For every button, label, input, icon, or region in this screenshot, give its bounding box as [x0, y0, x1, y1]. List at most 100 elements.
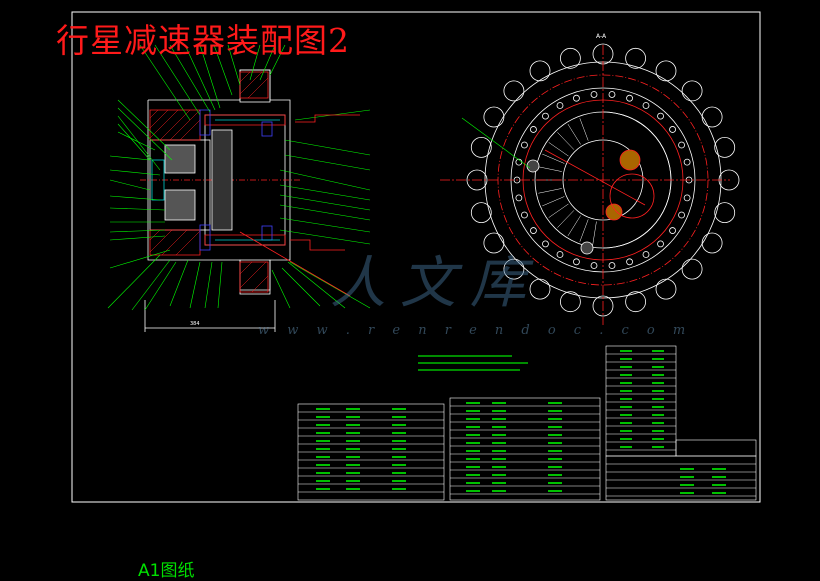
- sprocket-tooth: [483, 106, 505, 128]
- table-cell-text: [346, 488, 360, 490]
- rib-line: [567, 123, 581, 145]
- table-cell-text: [712, 468, 726, 470]
- table-cell-text: [466, 434, 480, 436]
- table-cell-text: [620, 358, 632, 360]
- sprocket-tooth: [470, 136, 492, 158]
- bolt-hole: [590, 262, 598, 269]
- table-cell-text: [652, 414, 664, 416]
- table-cell-text: [316, 416, 330, 418]
- rib-line: [592, 221, 597, 246]
- bolt-hole: [530, 126, 537, 133]
- table-cell-text: [316, 488, 330, 490]
- table-cell-text: [548, 466, 562, 468]
- bolt-hole: [669, 227, 676, 234]
- table-cell-text: [316, 464, 330, 466]
- table-cell-text: [392, 416, 406, 418]
- bolt-hole: [556, 102, 564, 109]
- table-cell-text: [548, 442, 562, 444]
- sprocket-tooth: [655, 278, 677, 300]
- table-cell-text: [346, 480, 360, 482]
- sprocket-tooth: [529, 278, 551, 300]
- table-cell-text: [652, 358, 664, 360]
- table-cell-text: [492, 434, 506, 436]
- table-cell-text: [620, 398, 632, 400]
- bolt-hole: [669, 126, 676, 133]
- table-cell-text: [652, 406, 664, 408]
- table-cell-text: [492, 426, 506, 428]
- parts-tables: [297, 345, 757, 501]
- sprocket-tooth: [503, 258, 525, 280]
- table-cell-text: [392, 480, 406, 482]
- sprocket-tooth: [592, 295, 614, 317]
- bolt-hole: [683, 158, 691, 166]
- table-cell-text: [466, 490, 480, 492]
- table-cell-text: [652, 398, 664, 400]
- table-cell-text: [466, 426, 480, 428]
- bolt-hole: [678, 141, 685, 149]
- bolt-hole: [657, 240, 664, 248]
- table-cell-text: [620, 446, 632, 448]
- rib-line: [557, 210, 575, 228]
- sprocket-tooth: [655, 60, 677, 82]
- table-cell-text: [392, 472, 406, 474]
- table-cell-text: [316, 448, 330, 450]
- sprocket-tooth: [466, 169, 488, 191]
- table-cell-text: [548, 410, 562, 412]
- table-cell-text: [712, 484, 726, 486]
- table-cell-text: [346, 424, 360, 426]
- rib-line: [567, 215, 581, 237]
- sprocket-tooth: [529, 60, 551, 82]
- table-cell-text: [492, 458, 506, 460]
- table-cell-text: [492, 410, 506, 412]
- sprocket-tooth: [625, 47, 647, 69]
- bolt-hole: [530, 227, 537, 234]
- table-cell-text: [492, 402, 506, 404]
- table-cell-text: [492, 442, 506, 444]
- rib-line: [542, 153, 565, 164]
- rib-line: [548, 142, 569, 157]
- table-cell-text: [548, 474, 562, 476]
- table-cell-text: [466, 450, 480, 452]
- drawing-title: 行星减速器装配图2: [56, 21, 350, 60]
- table-cell-text: [680, 476, 694, 478]
- table-cell-text: [346, 440, 360, 442]
- table-cell-text: [346, 456, 360, 458]
- table-cell-text: [466, 466, 480, 468]
- bolt-hole: [590, 91, 598, 98]
- bolt-hole: [657, 112, 664, 120]
- rib-line: [557, 132, 575, 150]
- table-cell-text: [466, 410, 480, 412]
- table-cell-text: [392, 408, 406, 410]
- sprocket-tooth: [681, 258, 703, 280]
- table-cell-text: [620, 374, 632, 376]
- table-cell-text: [620, 422, 632, 424]
- drawing-border: [71, 11, 761, 503]
- table-cell-text: [620, 414, 632, 416]
- sprocket-tooth: [701, 106, 723, 128]
- table-cell-text: [652, 366, 664, 368]
- table-cell-text: [548, 482, 562, 484]
- table-cell-text: [652, 446, 664, 448]
- bolt-hole: [542, 112, 549, 120]
- bolt-hole: [678, 211, 685, 219]
- table-cell-text: [548, 450, 562, 452]
- bolt-hole: [521, 211, 528, 219]
- rib-line: [538, 166, 562, 172]
- bolt-hole: [608, 91, 616, 98]
- table-cell-text: [392, 464, 406, 466]
- bolt-hole: [642, 102, 650, 109]
- bolt-hole: [515, 194, 523, 202]
- table-cell-text: [712, 492, 726, 494]
- table-cell-text: [680, 484, 694, 486]
- table-cell-text: [346, 408, 360, 410]
- table-cell-text: [652, 438, 664, 440]
- dimension-label: 384: [190, 321, 200, 327]
- sprocket-tooth: [681, 80, 703, 102]
- table-cell-text: [548, 402, 562, 404]
- table-cell-text: [652, 390, 664, 392]
- table-cell-text: [316, 456, 330, 458]
- table-cell-text: [492, 490, 506, 492]
- table-cell-text: [620, 438, 632, 440]
- bolt-hole: [683, 194, 691, 202]
- table-cell-text: [620, 366, 632, 368]
